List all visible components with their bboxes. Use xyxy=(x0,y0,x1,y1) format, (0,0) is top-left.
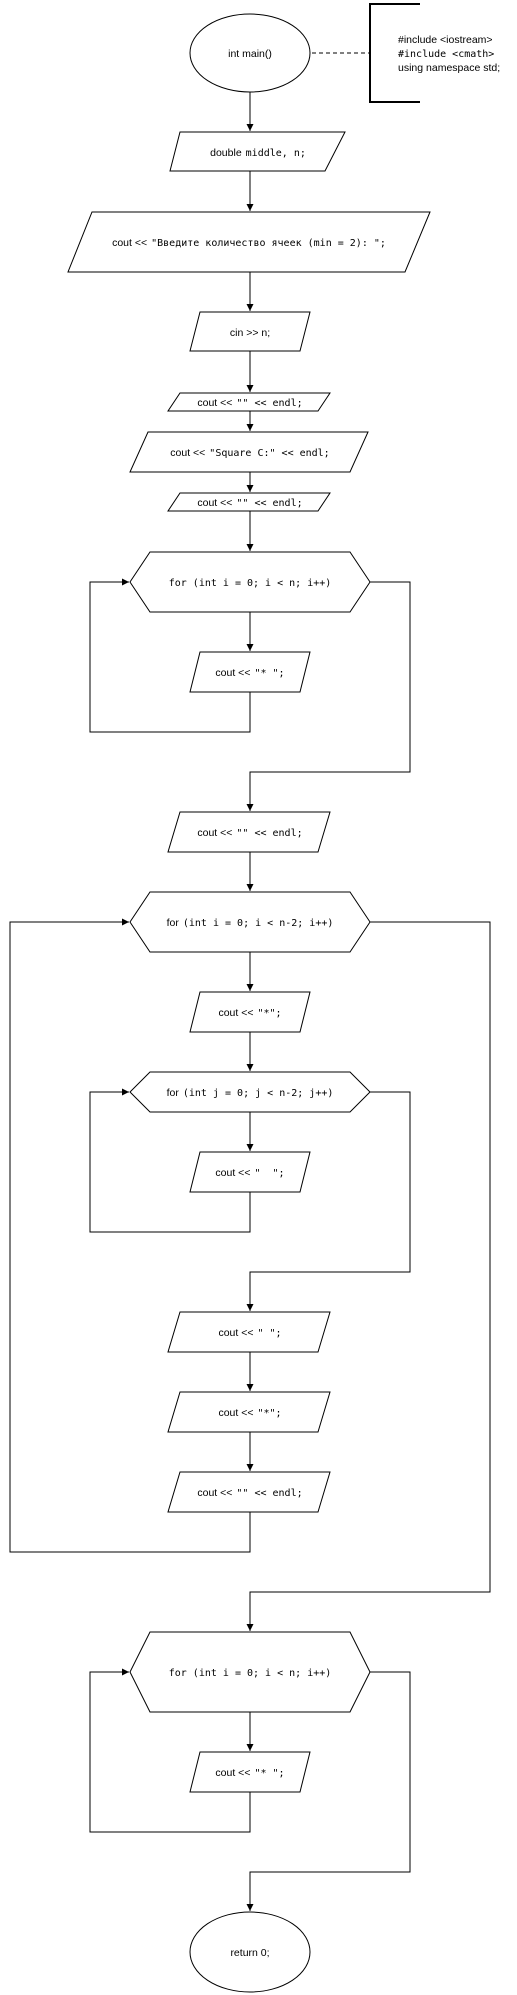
loop-cols-hexagon xyxy=(129,1071,371,1113)
end-terminator xyxy=(189,1911,311,1993)
start-label: int main() xyxy=(228,48,272,60)
row-endl-label: cout <<"" << endl; xyxy=(197,1487,302,1499)
arrow-looprows-exit xyxy=(246,921,491,1631)
arrow-bottom-loopback xyxy=(89,1668,251,1833)
include-cmath-text: #include <cmath> xyxy=(398,49,494,60)
read-n-label: cin >> n; xyxy=(230,327,270,339)
top-star-io xyxy=(189,651,311,693)
endl-3-label: cout <<"" << endl; xyxy=(197,827,302,839)
loop-top-hexagon xyxy=(129,551,371,613)
prompt-io xyxy=(67,211,431,273)
arrow-looptop-exit xyxy=(246,581,411,811)
read-n-io xyxy=(189,311,311,352)
row-right-label: cout <<"*"; xyxy=(218,1407,281,1419)
top-star-label: cout <<"* "; xyxy=(215,667,284,679)
row-left-io xyxy=(189,991,311,1033)
row-space-label: cout <<" "; xyxy=(218,1327,281,1339)
row-endl-io xyxy=(167,1471,331,1513)
arrow-cols-loopback xyxy=(89,1088,251,1233)
arrow-loopcols-exit xyxy=(246,1091,411,1311)
arrow-top-loopback xyxy=(89,578,251,733)
bottom-star-label: cout <<"* "; xyxy=(215,1767,284,1779)
declare-vars-io xyxy=(169,131,346,172)
endl-3-io xyxy=(167,811,331,853)
row-space-io xyxy=(167,1311,331,1353)
loop-bottom-label: for (int i = 0; i < n; i++) xyxy=(169,1668,332,1679)
title-label: cout <<"Square C:" << endl; xyxy=(170,447,329,459)
loop-top-label: for (int i = 0; i < n; i++) xyxy=(169,578,332,589)
prompt-label: cout <<"Введите количество ячеек (min = … xyxy=(112,237,386,249)
row-right-io xyxy=(167,1391,331,1433)
arrow-loopbottom-exit xyxy=(246,1671,411,1911)
title-io xyxy=(129,431,369,473)
space-label: cout <<" "; xyxy=(215,1167,284,1179)
loop-bottom-hexagon xyxy=(129,1631,371,1713)
row-left-label: cout <<"*"; xyxy=(218,1007,281,1019)
space-io xyxy=(189,1151,311,1193)
loop-cols-label: for(int j = 0; j < n-2; j++) xyxy=(167,1087,334,1099)
include-iostream-text: #include <iostream> xyxy=(398,34,493,46)
end-label: return 0; xyxy=(230,1947,269,1959)
endl-2-label: cout <<"" << endl; xyxy=(197,497,302,509)
loop-rows-label: for(int i = 0; i < n-2; i++) xyxy=(167,917,334,929)
loop-rows-hexagon xyxy=(129,891,371,953)
endl-1-io xyxy=(167,392,331,412)
bottom-star-io xyxy=(189,1751,311,1793)
arrow-rows-loopback xyxy=(9,918,251,1553)
endl-1-label: cout <<"" << endl; xyxy=(197,397,302,409)
using-namespace-text: using namespace std; xyxy=(398,62,500,74)
endl-2-io xyxy=(167,492,331,512)
